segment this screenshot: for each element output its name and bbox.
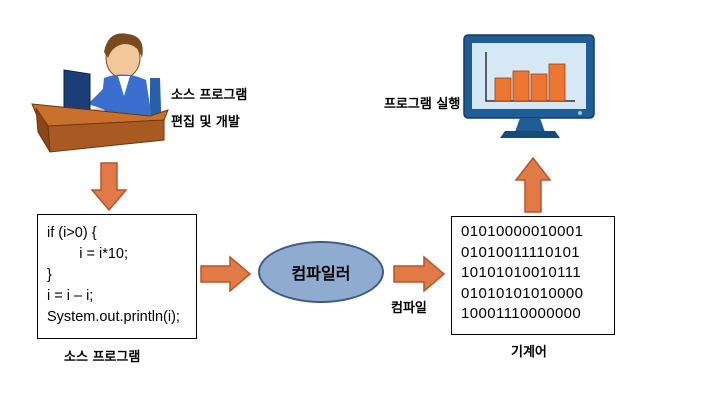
edit-develop-label: 편집 및 개발 <box>171 111 240 130</box>
machine-code-box: 01010000010001 01010011110101 1010101001… <box>451 216 615 335</box>
code-line: if (i>0) { <box>47 225 97 241</box>
program-run-label: 프로그램 실행 <box>384 97 461 112</box>
source-program-line2: 편집 및 개발 <box>171 115 240 130</box>
code-line: System.out.println(i); <box>47 309 180 325</box>
binary-line: 01010101010000 <box>461 284 584 302</box>
source-code-caption: 소스 프로그램 <box>64 350 141 365</box>
binary-line: 01010011110101 <box>461 243 581 261</box>
source-program-edit-label: 소스 프로그램 <box>171 84 247 103</box>
source-code-box: if (i>0) { i = i*10; } i = i – i; System… <box>37 214 197 339</box>
arrow-down <box>90 162 128 212</box>
machine-code-caption: 기계어 <box>511 345 547 360</box>
compiler-label: 컴파일러 <box>291 264 351 283</box>
binary-line: 10101010010111 <box>461 264 582 281</box>
arrow-up <box>514 156 552 213</box>
source-program-line1: 소스 프로그램 <box>171 88 248 103</box>
compile-label: 컴파일 <box>391 301 427 316</box>
arrow-right-to-compiler <box>200 255 252 293</box>
code-line: i = i – i; <box>47 288 94 304</box>
binary-line: 01010000010001 <box>461 223 584 240</box>
compiler-node: 컴파일러 <box>258 241 384 303</box>
arrow-right-to-binary <box>393 255 446 293</box>
code-line: } <box>47 267 52 283</box>
code-line: i = i*10; <box>47 246 128 262</box>
binary-line: 10001110000000 <box>461 305 582 322</box>
